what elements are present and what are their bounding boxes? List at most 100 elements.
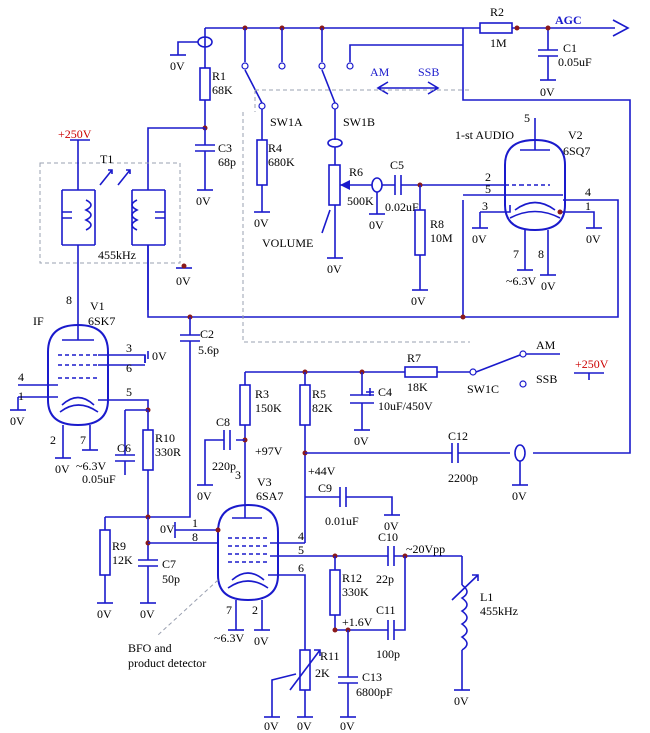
c1-ref: C1 xyxy=(563,41,577,55)
c4-ground: 0V xyxy=(354,434,369,448)
r7-value: 18K xyxy=(407,380,428,394)
c13-capacitor: C13 6800pF 0V xyxy=(338,630,393,733)
c4-value: 10uF/450V xyxy=(378,399,433,413)
l1-ground: 0V xyxy=(454,694,469,708)
v2-heater: ~6.3V xyxy=(506,274,536,288)
l1-frequency: 455kHz xyxy=(480,604,518,618)
v2-type: 6SQ7 xyxy=(563,144,590,158)
c9-ref: C9 xyxy=(318,481,332,495)
v1-pin1-ground: 0V xyxy=(10,414,25,428)
v3-pin-1: 1 xyxy=(192,516,198,530)
v3-pin-8: 8 xyxy=(192,530,198,544)
bfo-label-line1: BFO and xyxy=(128,641,172,655)
v3-screen-voltage: +44V xyxy=(308,464,336,478)
v3-pin-4: 4 xyxy=(298,529,304,543)
v2-ref: V2 xyxy=(568,128,583,142)
r9-resistor: R9 12K 0V xyxy=(97,517,133,621)
v3-pin-6: 6 xyxy=(298,561,304,575)
v2-pin1-ground: 0V xyxy=(586,232,601,246)
am-bottom-label: AM xyxy=(536,338,556,352)
v3-pin-5: 5 xyxy=(298,543,304,557)
r9-ground: 0V xyxy=(97,607,112,621)
agc-line: AGC xyxy=(205,13,630,37)
v1-pin-6: 6 xyxy=(126,361,132,375)
v1-tube-6sk7: IF V1 6SK7 8 3 0V 6 4 1 0V 5 2 7 0V ~6.3… xyxy=(10,293,167,476)
v1-heater: ~6.3V xyxy=(76,459,106,473)
t1-frequency: 455kHz xyxy=(98,248,136,262)
r11-wiper-ground: 0V xyxy=(264,719,279,733)
r9-ref: R9 xyxy=(112,539,126,553)
r2-resistor: R2 1M xyxy=(479,5,513,50)
c12-shield-ground: 0V xyxy=(512,489,527,503)
c1-value: 0.05uF xyxy=(558,55,592,69)
v2-pin3-ground: 0V xyxy=(472,232,487,246)
v3-heater: ~6.3V xyxy=(214,631,244,645)
r4-value: 680K xyxy=(268,155,295,169)
r11-value: 2K xyxy=(315,666,330,680)
l1-ref: L1 xyxy=(480,590,493,604)
c10-ref: C10 xyxy=(378,530,398,544)
sw1a-switch: SW1A xyxy=(241,28,303,140)
r6-value: 500K xyxy=(347,194,374,208)
v3-tube-6sa7: V3 6SA7 3 0V 1 8 4 5 6 7 2 ~6.3V 0V xyxy=(160,468,380,648)
r12-ref: R12 xyxy=(342,571,362,585)
c3-capacitor: C3 68p 0V xyxy=(195,128,236,208)
v2-pin-5b: 5 xyxy=(485,182,491,196)
v2-pin-3: 3 xyxy=(482,199,488,213)
v3-type: 6SA7 xyxy=(256,489,283,503)
c11-value: 100p xyxy=(376,647,400,661)
r9-value: 12K xyxy=(112,553,133,567)
volume-label: VOLUME xyxy=(262,236,313,250)
v1-ref: V1 xyxy=(90,299,105,313)
r8-value: 10M xyxy=(430,231,453,245)
v2-pin-8: 8 xyxy=(538,247,544,261)
v1-pin-2: 2 xyxy=(50,433,56,447)
r11-resistor: R11 2K 0V 0V xyxy=(264,630,340,733)
sw1c-switch: AM SSB SW1C +250V xyxy=(467,338,609,396)
c12-value: 2200p xyxy=(448,471,478,485)
v2-pin-4: 4 xyxy=(585,185,591,199)
v1-pin-3: 3 xyxy=(126,341,132,355)
c7-capacitor: C7 50p 0V xyxy=(138,517,180,621)
t1-shield-ground: 0V xyxy=(176,274,191,288)
ssb-bottom-label: SSB xyxy=(536,372,557,386)
c12-capacitor: C12 2200p 0V xyxy=(305,429,528,503)
c8-capacitor: C8 220p 0V xyxy=(197,415,245,503)
v1-pin-8: 8 xyxy=(66,293,72,307)
r3-ref: R3 xyxy=(255,387,269,401)
r1-ref: R1 xyxy=(212,69,226,83)
c2-ref: C2 xyxy=(200,327,214,341)
r6-ref: R6 xyxy=(349,165,363,179)
r4-ground: 0V xyxy=(254,216,269,230)
sw1b-label: SW1B xyxy=(343,115,375,129)
r6-ground: 0V xyxy=(327,262,342,276)
c6-capacitor: C6 0.05uF xyxy=(82,409,148,486)
c6-value: 0.05uF xyxy=(82,472,116,486)
t1-ref: T1 xyxy=(100,152,113,166)
c10-value: 22p xyxy=(376,572,394,586)
c3-ground: 0V xyxy=(196,194,211,208)
v2-pin-1: 1 xyxy=(585,199,591,213)
c9-ground: 0V xyxy=(384,519,399,533)
r11-ground: 0V xyxy=(297,719,312,733)
v2-pin-2: 2 xyxy=(485,170,491,184)
v3-pin-2: 2 xyxy=(252,603,258,617)
v3-plate-voltage: +97V xyxy=(255,444,283,458)
c7-ground: 0V xyxy=(140,607,155,621)
bfo-label-line2: product detector xyxy=(128,656,206,670)
c1-ground-label: 0V xyxy=(540,85,555,99)
r4-resistor: R4 680K 0V xyxy=(254,139,295,230)
v1-pin-4: 4 xyxy=(18,370,24,384)
c4-capacitor: 1 C4 10uF/450V 0V xyxy=(350,372,433,448)
v2-tube-6sq7: 1-st AUDIO V2 6SQ7 5 2 5 4 3 0V 1 0V 7 8… xyxy=(455,111,619,318)
ssb-top-label: SSB xyxy=(418,65,439,79)
c9-capacitor: C9 0.01uF 0V xyxy=(305,481,400,533)
r3-value: 150K xyxy=(255,401,282,415)
r11-ref: R11 xyxy=(320,649,340,663)
c3-value: 68p xyxy=(218,155,236,169)
t1-transformer: T1 455kHz +250V 0V xyxy=(39,127,192,310)
r10-resistor: R10 330R xyxy=(142,410,181,517)
sw1c-label: SW1C xyxy=(467,382,499,396)
first-audio-label: 1-st AUDIO xyxy=(455,128,514,142)
v1-pin-1: 1 xyxy=(18,389,24,403)
